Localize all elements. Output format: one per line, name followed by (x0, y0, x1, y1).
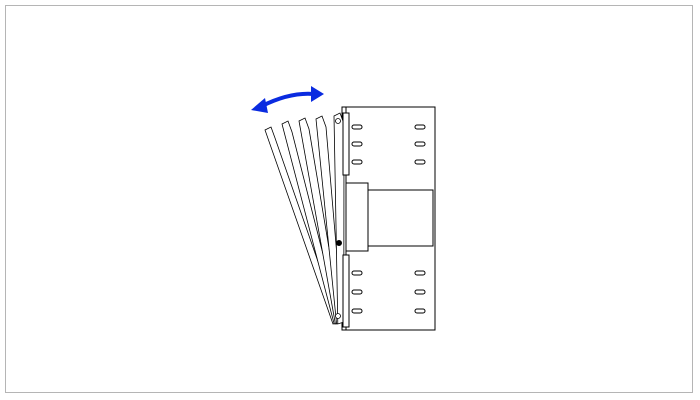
mounting-slots (351, 124, 426, 314)
slot (351, 270, 363, 276)
tilt-panel-position (315, 115, 344, 325)
center-box (367, 189, 434, 247)
tilt-panel-position (298, 117, 342, 325)
slot (414, 124, 426, 130)
slot (351, 289, 363, 295)
hinge-screw (335, 313, 341, 319)
slot (351, 159, 363, 165)
tilt-panel-position (264, 126, 340, 325)
wall-plate (341, 106, 436, 331)
pivot-knob (336, 240, 342, 246)
slot (414, 141, 426, 147)
slot (414, 270, 426, 276)
slot (351, 124, 363, 130)
tilt-arrow-icon (251, 86, 324, 113)
tilt-panel-position (333, 112, 345, 325)
slot (351, 141, 363, 147)
hinge-screw (335, 118, 341, 124)
center-bracket (345, 182, 369, 252)
pivot-arm (336, 112, 350, 328)
slot (414, 159, 426, 165)
slot (351, 308, 363, 314)
slot (414, 289, 426, 295)
tilt-panels (264, 112, 345, 325)
slot (414, 308, 426, 314)
diagram-frame (5, 5, 693, 393)
tilt-panel-position (281, 120, 341, 325)
